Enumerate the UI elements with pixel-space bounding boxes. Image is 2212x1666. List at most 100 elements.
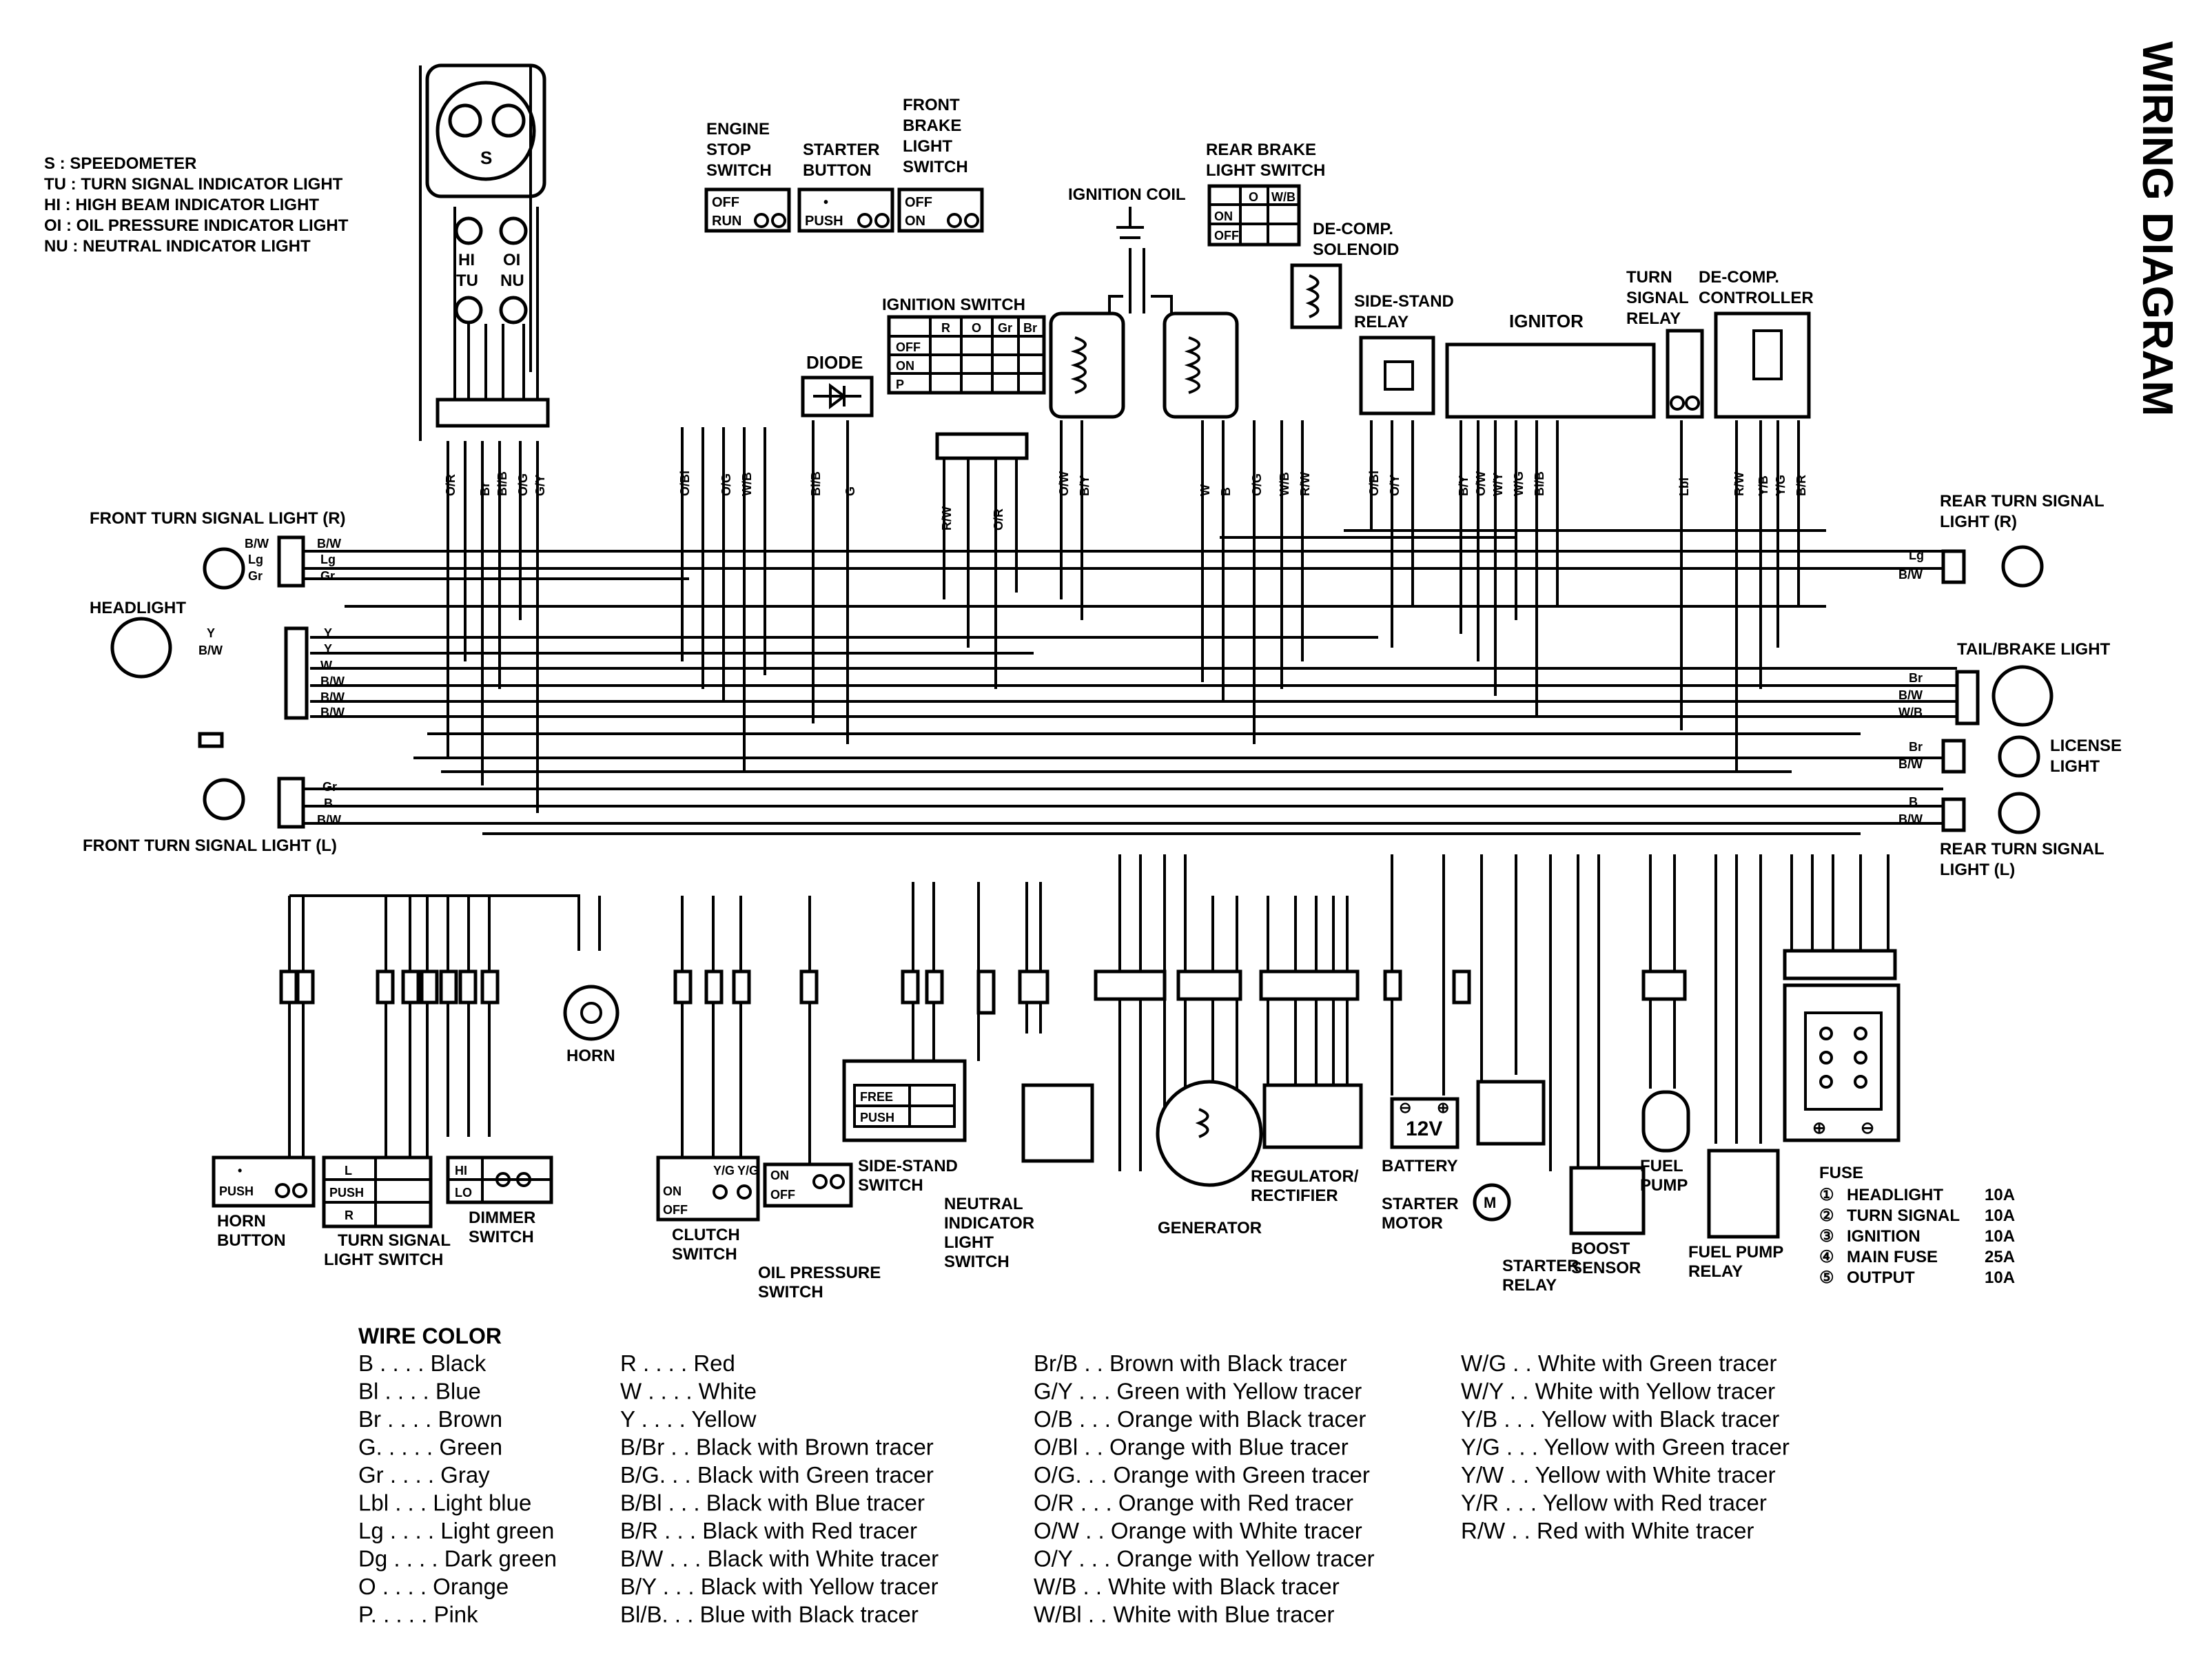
svg-text:REAR BRAKE: REAR BRAKE [1206, 141, 1316, 159]
svg-text:ON: ON [905, 214, 925, 229]
svg-text:10A: 10A [1985, 1206, 2015, 1225]
svg-text:Gr: Gr [248, 569, 263, 583]
svg-text:OFF: OFF [712, 195, 739, 210]
svg-text:Gr: Gr [322, 780, 337, 794]
engine-stop-switch: ENGINE STOP SWITCH OFF RUN [704, 120, 791, 233]
fuse-row: ④ MAIN FUSE 25A [1819, 1248, 2015, 1266]
svg-text:SIDE-STAND: SIDE-STAND [1354, 292, 1454, 311]
svg-text:R: R [345, 1209, 354, 1222]
svg-text:BOOST: BOOST [1571, 1240, 1630, 1258]
svg-text:Y: Y [207, 626, 215, 640]
svg-text:Y/B: Y/B [1757, 475, 1770, 496]
svg-text:B/W: B/W [1898, 757, 1923, 771]
wire-color-title: WIRE COLOR [358, 1324, 502, 1348]
tu-indicator-icon [454, 296, 483, 325]
generator: GENERATOR [1156, 1080, 1263, 1237]
wire-color-entry: G. . . . . Green [358, 1434, 502, 1460]
svg-text:IGNITION SWITCH: IGNITION SWITCH [882, 296, 1025, 314]
svg-text:O/W: O/W [1057, 471, 1071, 496]
svg-text:P: P [896, 378, 904, 391]
svg-text:BUTTON: BUTTON [217, 1231, 286, 1250]
svg-text:LICENSE: LICENSE [2050, 737, 2122, 755]
wire-color-entry: W/Bl . . White with Blue tracer [1034, 1602, 1334, 1627]
front-turn-signal-l: Gr B B/W FRONT TURN SIGNAL LIGHT (L) [83, 777, 341, 855]
svg-text:HEADLIGHT: HEADLIGHT [90, 599, 186, 617]
svg-text:IGNITION: IGNITION [1847, 1227, 1921, 1246]
meter-hi-label: HI [458, 251, 475, 269]
indicator-legend: S : SPEEDOMETER TU : TURN SIGNAL INDICAT… [44, 154, 349, 256]
wire-color-entry: B/Bl . . . Black with Blue tracer [620, 1490, 925, 1516]
svg-text:W/B: W/B [740, 472, 754, 496]
svg-text:OFF: OFF [663, 1203, 688, 1217]
turn-signal-switch: L PUSH R TURN SIGNAL LIGHT SWITCH [322, 1155, 451, 1269]
ignition-coil: IGNITION COIL [1049, 185, 1239, 419]
horn-button: • PUSH HORN BUTTON [212, 1155, 316, 1250]
generator-icon [1156, 1080, 1263, 1187]
svg-text:W/G: W/G [1512, 471, 1526, 496]
decomp-solenoid: DE-COMP. SOLENOID [1290, 220, 1399, 329]
svg-text:B/W: B/W [198, 644, 223, 657]
svg-text:PUSH: PUSH [329, 1186, 364, 1200]
svg-text:10A: 10A [1985, 1268, 2015, 1287]
meter-cluster: S HI OI TU NU [419, 63, 550, 441]
wire-color-entry: P. . . . . Pink [358, 1602, 478, 1627]
svg-text:B/Y: B/Y [1078, 475, 1092, 496]
inline-connectors [279, 949, 1897, 1015]
wire-color-entry: R . . . . Red [620, 1350, 735, 1376]
legend-oil-pressure: OI : OIL PRESSURE INDICATOR LIGHT [44, 216, 349, 235]
dimmer-switch: HI LO DIMMER SWITCH [446, 1155, 553, 1246]
svg-text:HORN: HORN [566, 1047, 615, 1065]
svg-text:10A: 10A [1985, 1186, 2015, 1204]
svg-text:PUSH: PUSH [860, 1111, 894, 1124]
svg-text:Lbl: Lbl [1677, 477, 1691, 496]
legend-neutral: NU : NEUTRAL INDICATOR LIGHT [44, 237, 311, 256]
svg-text:DE-COMP.: DE-COMP. [1699, 268, 1779, 287]
svg-text:RELAY: RELAY [1354, 313, 1409, 331]
wire-color-entry: Gr . . . . Gray [358, 1462, 490, 1488]
svg-text:②: ② [1819, 1206, 1834, 1225]
wire-color-entry: B/Br . . Black with Brown tracer [620, 1434, 934, 1460]
svg-text:ON: ON [896, 359, 914, 373]
svg-text:⊕: ⊕ [1812, 1119, 1826, 1138]
tail-brake-light: TAIL/BRAKE LIGHT Br B/W W/B [1898, 640, 2111, 727]
ignitor: IGNITOR [1445, 311, 1656, 419]
rear-turn-signal-r: REAR TURN SIGNAL LIGHT (R) Lg B/W [1898, 492, 2105, 588]
front-brake-switch: FRONT BRAKE LIGHT SWITCH OFF ON [897, 96, 984, 233]
starter-relay: STARTER RELAY [1476, 1080, 1579, 1295]
svg-text:SWITCH: SWITCH [706, 161, 772, 180]
svg-text:O/Y: O/Y [1388, 475, 1402, 496]
svg-text:ON: ON [1214, 209, 1233, 223]
svg-text:G: G [843, 486, 857, 496]
svg-text:IGNITOR: IGNITOR [1509, 311, 1584, 331]
svg-text:STARTER: STARTER [803, 141, 880, 159]
fuse-row: ③ IGNITION 10A [1819, 1227, 2015, 1246]
wire-color-entry: Br . . . . Brown [358, 1406, 502, 1432]
svg-text:LIGHT: LIGHT [2050, 757, 2100, 776]
svg-text:HORN: HORN [217, 1212, 266, 1231]
wire-color-entry: W/Y . . White with Yellow tracer [1461, 1379, 1775, 1404]
side-stand-relay: SIDE-STAND RELAY [1354, 292, 1454, 415]
svg-text:OUTPUT: OUTPUT [1847, 1268, 1915, 1287]
starter-button: STARTER BUTTON • PUSH [797, 141, 894, 233]
rear-brake-switch: REAR BRAKE LIGHT SWITCH O W/B ON OFF [1206, 141, 1325, 247]
svg-text:LIGHT SWITCH: LIGHT SWITCH [1206, 161, 1325, 180]
svg-text:FUEL PUMP: FUEL PUMP [1688, 1243, 1783, 1262]
hi-indicator-icon [454, 216, 483, 245]
meter-s-label: S [480, 147, 492, 168]
svg-text:M: M [1484, 1194, 1496, 1211]
meter-connector [436, 398, 550, 428]
regulator-rectifier: REGULATOR/ RECTIFIER [1251, 1083, 1363, 1205]
svg-text:Gr: Gr [320, 569, 335, 583]
headlight: HEADLIGHT Y B/W Y Y W B/W B/W B/W [90, 599, 345, 748]
svg-text:DIMMER: DIMMER [469, 1209, 535, 1227]
svg-text:LIGHT: LIGHT [903, 137, 952, 156]
fuse-legend: FUSE ① HEADLIGHT 10A ② TURN SIGNAL 10A ③… [1819, 1164, 2015, 1287]
fuel-pump-relay: FUEL PUMP RELAY [1688, 1149, 1783, 1281]
wire-color-entry: B . . . . Black [358, 1350, 487, 1376]
svg-text:FRONT: FRONT [903, 96, 960, 114]
fuse-row: ⑤ OUTPUT 10A [1819, 1268, 2015, 1287]
